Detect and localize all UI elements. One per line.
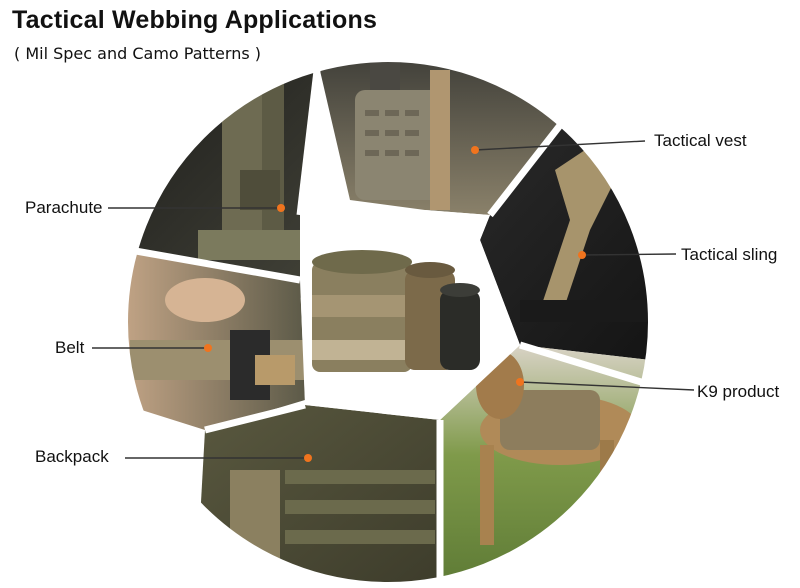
marker-dot-k9-product [516,378,524,386]
marker-dot-tactical-sling [578,251,586,259]
webbing-rolls [300,210,520,420]
leader-line-tactical-vest [474,140,646,151]
page-title: Tactical Webbing Applications [12,6,378,34]
marker-dot-belt [204,344,212,352]
marker-dot-tactical-vest [471,146,479,154]
label-tactical-sling: Tactical sling [681,245,778,264]
label-tactical-vest: Tactical vest [654,131,747,150]
segment-belt [126,250,310,430]
segment-backpack [200,405,440,584]
marker-dot-parachute [277,204,285,212]
marker-dot-backpack [304,454,312,462]
label-k9-product: K9 product [697,382,780,401]
page-subtitle: ( Mil Spec and Camo Patterns ) [14,44,261,63]
leader-lines [92,140,695,459]
label-parachute: Parachute [25,198,103,217]
label-belt: Belt [55,338,85,357]
label-backpack: Backpack [35,447,109,466]
leader-line-k9-product [519,381,695,391]
leader-line-tactical-sling [581,253,677,256]
